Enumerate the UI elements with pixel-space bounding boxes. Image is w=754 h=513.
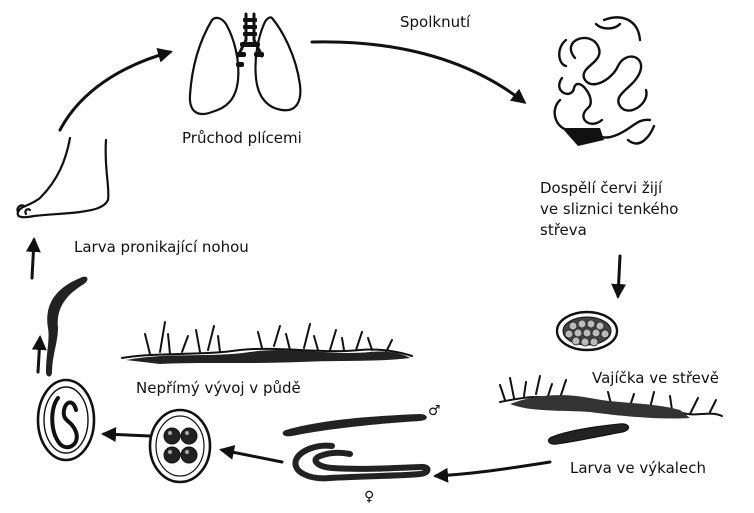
arrow-to-eggs	[618, 256, 620, 296]
label-adult-worms: Dospělí červi žijí ve sliznici tenkého s…	[540, 178, 678, 241]
male-symbol: ♂	[428, 404, 441, 418]
arrow-to-soil-egg	[222, 450, 282, 462]
arrow-to-larval-egg	[104, 434, 150, 436]
label-adult-line2: ve sliznici tenkého	[540, 199, 678, 220]
foot-icon	[17, 138, 108, 217]
label-eggs: Vajíčka ve střevě	[592, 368, 719, 389]
feces-mass	[510, 395, 690, 418]
larval-egg-icon	[38, 380, 94, 460]
arrow-to-feces-larva	[436, 462, 550, 476]
filariform-larva-icon	[46, 277, 87, 377]
label-larva-feces: Larva ve výkalech	[570, 458, 706, 479]
egg-icon	[557, 312, 617, 350]
arrow-swallow	[312, 42, 524, 102]
lungs-icon	[190, 14, 300, 114]
trachea-icon	[236, 18, 264, 67]
label-adult-line3: střeva	[540, 220, 678, 241]
adult-worms-icon	[283, 414, 428, 478]
feces-larva-icon	[549, 424, 629, 444]
intestine-shading	[562, 128, 604, 146]
label-foot: Larva pronikající nohou	[74, 237, 249, 258]
label-swallowed: Spolknutí	[400, 12, 470, 33]
female-symbol: ♀	[364, 490, 374, 504]
arrow-to-filariform	[38, 338, 40, 372]
label-adult-line1: Dospělí červi žijí	[540, 178, 678, 199]
intestine-icon	[555, 17, 654, 143]
arrow-icon	[32, 42, 620, 476]
arrow-to-foot	[32, 240, 34, 278]
label-soil: Nepřímý vývoj v půdě	[136, 378, 301, 399]
label-lungs: Průchod plícemi	[182, 128, 302, 149]
soil-egg-icon	[150, 410, 210, 482]
arrow-to-lungs	[60, 52, 170, 130]
soil-mass	[126, 350, 410, 364]
